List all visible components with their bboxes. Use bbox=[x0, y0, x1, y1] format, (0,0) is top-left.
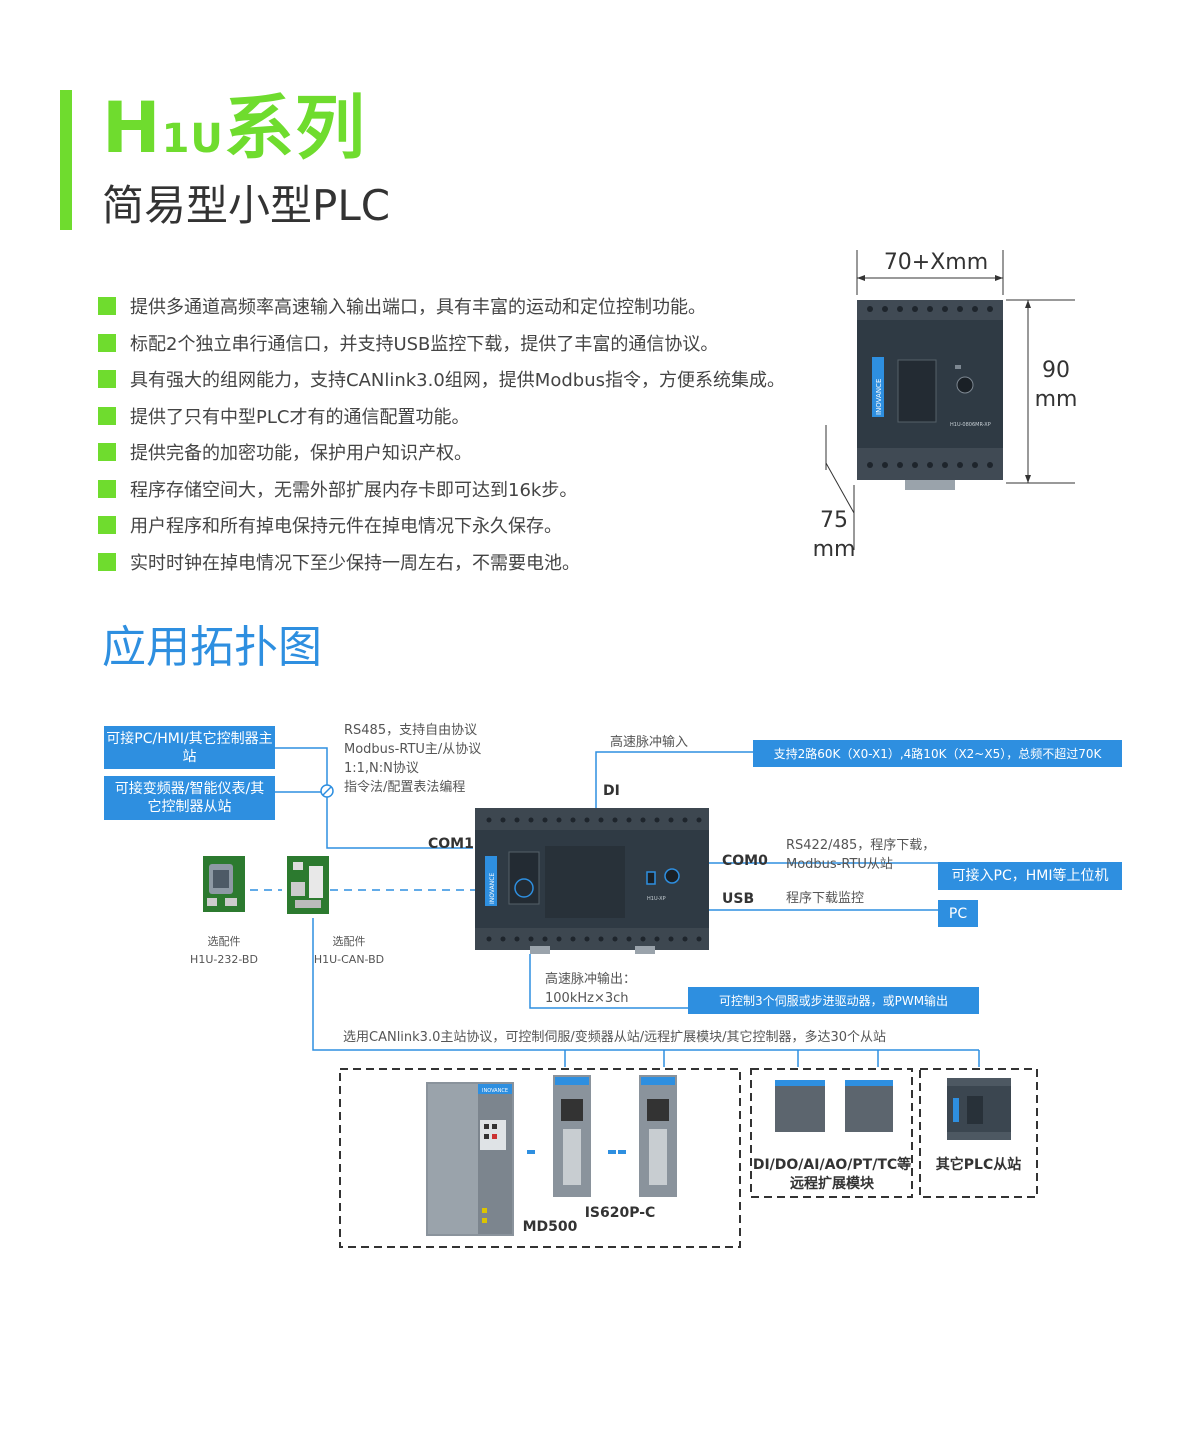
dash-separator bbox=[618, 1150, 626, 1154]
dash-separator bbox=[608, 1150, 616, 1154]
list-item: 实时时钟在掉电情况下至少保持一周左右，不需要电池。 bbox=[98, 544, 838, 581]
usb-box: PC bbox=[938, 900, 978, 927]
md500-drive-image: INOVANCE bbox=[426, 1082, 514, 1236]
is620-servo-image-1 bbox=[553, 1075, 591, 1197]
list-item: 具有强大的组网能力，支持CANlink3.0组网，提供Modbus指令，方便系统… bbox=[98, 361, 838, 398]
device-label-remote: DI/DO/AI/AO/PT/TC等 远程扩展模块 bbox=[752, 1157, 912, 1192]
com0-description: RS422/485，程序下载， Modbus-RTU从站 bbox=[786, 838, 936, 872]
dim-depth-unit: mm bbox=[812, 537, 856, 562]
com0-box: 可接入PC，HMI等上位机 bbox=[938, 862, 1122, 890]
drive-brand-text: INOVANCE bbox=[482, 1088, 508, 1094]
dim-height-value: 90 bbox=[1042, 358, 1070, 383]
bullet-square-icon bbox=[98, 370, 116, 389]
bullet-square-icon bbox=[98, 297, 116, 316]
list-item: 提供多通道高频率高速输入输出端口，具有丰富的运动和定位控制功能。 bbox=[98, 288, 838, 325]
bullet-square-icon bbox=[98, 333, 116, 352]
plc-product-image: INOVANCE H1U-0806MR-XP bbox=[857, 300, 1003, 490]
bullet-square-icon bbox=[98, 406, 116, 425]
option-board-can-image bbox=[287, 856, 329, 914]
plc-model-text: H1U-XP bbox=[647, 896, 666, 902]
option-board-232-image bbox=[203, 856, 245, 912]
section-title-topology: 应用拓扑图 bbox=[102, 622, 322, 673]
model-label: H1U-0806MR-XP bbox=[950, 422, 991, 428]
list-item: 用户程序和所有掉电保持元件在掉电情况下永久保存。 bbox=[98, 507, 838, 544]
bullet-square-icon bbox=[98, 443, 116, 462]
title-sub-u: 1U bbox=[161, 116, 224, 162]
title-h: H bbox=[102, 87, 162, 169]
hs-input-label: 高速脉冲输入 bbox=[610, 735, 689, 750]
device-label-md500: MD500 bbox=[522, 1219, 578, 1235]
port-com0: COM0 bbox=[722, 853, 768, 869]
port-di: DI bbox=[603, 783, 620, 799]
page-subtitle: 简易型小型PLC bbox=[102, 181, 391, 230]
list-item: 程序存储空间大，无需外部扩展内存卡即可达到16k步。 bbox=[98, 471, 838, 508]
dim-height-unit: mm bbox=[1034, 387, 1078, 412]
is620-servo-image-2 bbox=[639, 1075, 677, 1197]
list-item: 提供了只有中型PLC才有的通信配置功能。 bbox=[98, 398, 838, 435]
option2-caption: 选配件 H1U-CAN-BD bbox=[313, 935, 385, 966]
dim-width: 70+Xmm bbox=[883, 250, 989, 275]
device-label-is620: IS620P-C bbox=[584, 1205, 656, 1221]
dim-depth-value: 75 bbox=[820, 508, 848, 533]
hs-output-box: 可控制3个伺服或步进驱动器，或PWM输出 bbox=[688, 987, 979, 1014]
rs485-description: RS485，支持自由协议 Modbus-RTU主/从协议 1:1,N:N协议 指… bbox=[344, 723, 482, 795]
feature-list: 提供多通道高频率高速输入输出端口，具有丰富的运动和定位控制功能。 标配2个独立串… bbox=[98, 288, 838, 580]
bullet-square-icon bbox=[98, 552, 116, 571]
option1-caption: 选配件 H1U-232-BD bbox=[190, 935, 258, 966]
plc-brand-text: INOVANCE bbox=[489, 873, 496, 904]
brand-logo-text: INOVANCE bbox=[875, 379, 883, 415]
page-title: H1U系列 bbox=[102, 88, 366, 179]
list-item: 标配2个独立串行通信口，并支持USB监控下载，提供了丰富的通信协议。 bbox=[98, 325, 838, 362]
title-series: 系列 bbox=[223, 87, 366, 169]
product-dimension-drawing: INOVANCE H1U-0806MR-XP bbox=[825, 250, 1075, 550]
hs-input-box: 支持2路60K（X0-X1）,4路10K（X2~X5），总频不超过70K bbox=[753, 740, 1122, 767]
box-master-station: 可接PC/HMI/其它控制器主站 bbox=[104, 726, 275, 769]
box-slave-station: 可接变频器/智能仪表/其它控制器从站 bbox=[104, 776, 275, 820]
dash-separator bbox=[527, 1150, 535, 1154]
main-plc-image: INOVANCE H1U-XP bbox=[475, 808, 709, 954]
device-label-other-plc: 其它PLC从站 bbox=[935, 1157, 1022, 1173]
bullet-square-icon bbox=[98, 516, 116, 535]
remote-module-images bbox=[775, 1080, 893, 1132]
bullet-square-icon bbox=[98, 479, 116, 498]
list-item: 提供完备的加密功能，保护用户知识产权。 bbox=[98, 434, 838, 471]
usb-description: 程序下载监控 bbox=[786, 891, 865, 906]
port-com1: COM1 bbox=[428, 836, 474, 852]
other-plc-image bbox=[947, 1078, 1011, 1140]
hs-output-description: 高速脉冲输出： 100kHz×3ch bbox=[545, 972, 637, 1006]
title-accent-bar bbox=[60, 90, 72, 230]
topology-lines bbox=[250, 747, 1038, 1248]
canlink-description: 选用CANlink3.0主站协议，可控制伺服/变频器从站/远程扩展模块/其它控制… bbox=[343, 1030, 887, 1045]
port-usb: USB bbox=[722, 891, 755, 907]
